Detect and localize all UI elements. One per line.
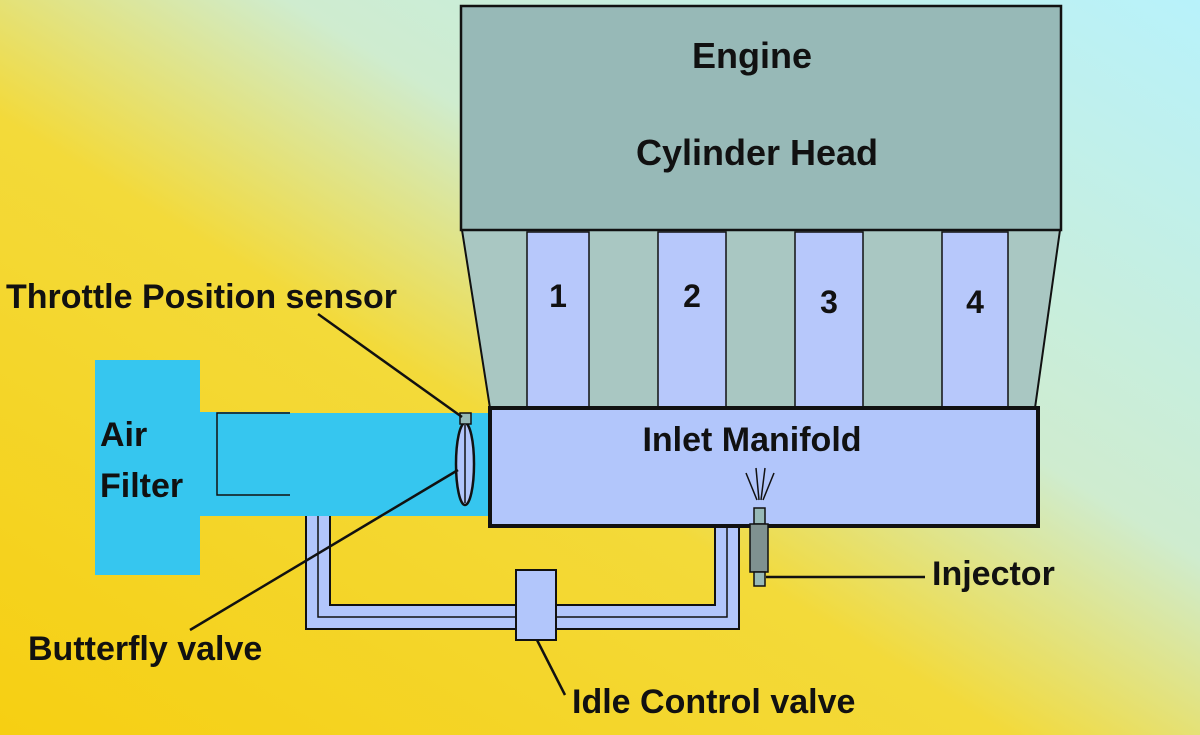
injector-body [749, 523, 769, 573]
leader-butterfly-valve [189, 468, 459, 632]
fuel-spray [745, 467, 775, 501]
injector-tip [753, 507, 766, 525]
throttle-body [454, 412, 476, 507]
inlet-manifold [488, 406, 1040, 528]
air-filter-label-line1: Air [100, 416, 147, 454]
cylinder-4 [941, 231, 1009, 409]
leader-idle-valve [535, 639, 567, 696]
cylinder-3 [794, 231, 864, 409]
cylinder-3-label: 3 [820, 284, 838, 320]
injector-connector [753, 571, 766, 587]
leader-lines [189, 312, 925, 696]
air-filter-label-line2: Filter [100, 467, 183, 505]
cylinder-2-label: 2 [683, 278, 701, 314]
engine-label: Engine [692, 35, 812, 76]
injector-label: Injector [932, 555, 1055, 593]
cylinder-head-label: Cylinder Head [636, 132, 878, 173]
butterfly-valve-label: Butterfly valve [28, 630, 262, 668]
cylinder-1-label: 1 [549, 278, 567, 314]
inlet-manifold-label: Inlet Manifold [642, 421, 861, 459]
leader-throttle-sensor [317, 312, 463, 419]
throttle-position-sensor [459, 412, 472, 425]
idle-control-valve-label: Idle Control valve [572, 683, 855, 721]
air-filter-inner-outline [216, 412, 290, 496]
idle-control-valve [515, 569, 557, 641]
throttle-position-sensor-label: Throttle Position sensor [6, 278, 397, 316]
cylinder-2 [657, 231, 727, 409]
cylinder-4-label: 4 [966, 284, 984, 320]
injector [745, 467, 775, 587]
cylinder-1 [526, 231, 590, 409]
cylinder-head-block [459, 4, 1063, 232]
